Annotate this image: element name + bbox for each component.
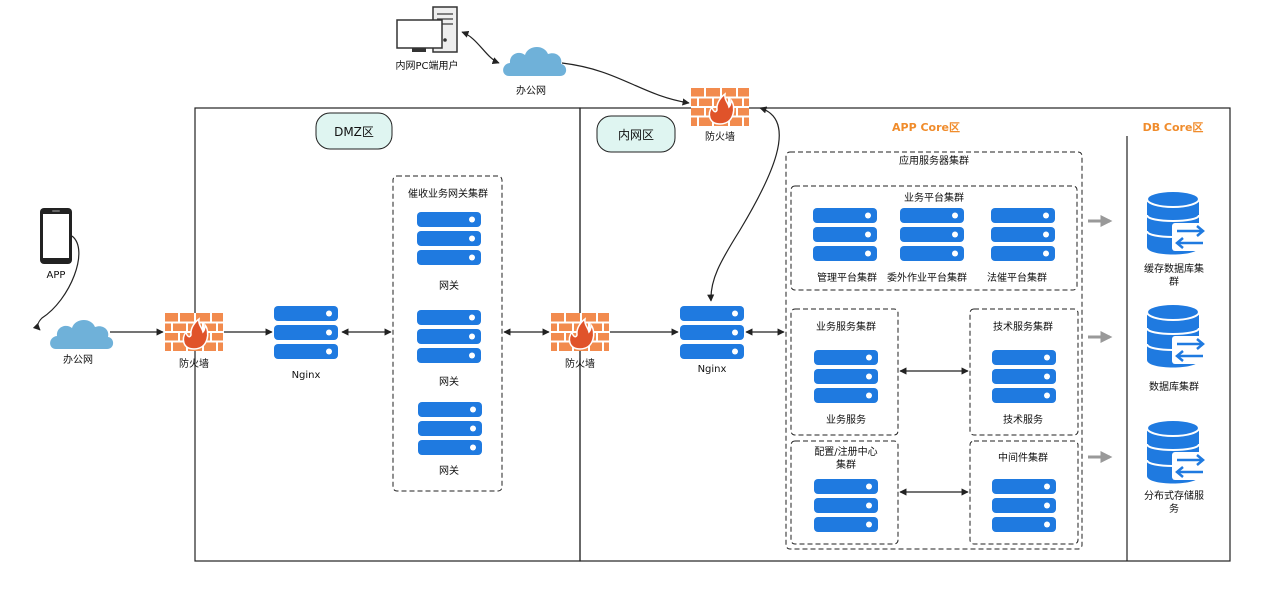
cache-db-icon — [1145, 189, 1210, 256]
storage-label-line2: 务 — [1169, 502, 1179, 515]
inner-firewall-icon — [550, 312, 610, 352]
tech-service-cluster-title: 技术服务集群 — [993, 320, 1053, 333]
config-center-title-line1: 配置/注册中心 — [814, 445, 877, 458]
gateway-cluster-box — [392, 175, 503, 492]
config-center-box — [790, 440, 899, 545]
left-firewall-icon — [164, 312, 224, 352]
biz-service-server-icon — [814, 350, 878, 403]
inner-firewall-label: 防火墙 — [565, 357, 595, 370]
middleware-cluster-box — [969, 440, 1079, 545]
app-server-cluster-title: 应用服务器集群 — [899, 154, 969, 167]
gateway-cluster-title: 催收业务网关集群 — [408, 187, 488, 200]
config-center-title-line2: 集群 — [836, 458, 856, 471]
dmz-zone-label: DMZ区 — [315, 112, 393, 150]
app-server-cluster-box — [785, 151, 1083, 550]
pc-icon — [396, 6, 458, 53]
left-office-net-label: 办公网 — [63, 353, 93, 366]
svg-text:内网区: 内网区 — [618, 128, 654, 142]
cache-db-label-line1: 缓存数据库集 — [1144, 262, 1204, 275]
gateway-label-2: 网关 — [439, 375, 459, 388]
biz-service-label: 业务服务 — [826, 413, 866, 426]
config-center-server-icon — [814, 479, 878, 532]
legal-platform-server-icon — [991, 208, 1055, 261]
pc-user-label: 内网PC端用户 — [395, 59, 458, 72]
db-core-zone-label: DB Core区 — [1143, 121, 1204, 134]
connectors — [32, 30, 969, 496]
db-cluster-label: 数据库集群 — [1149, 380, 1199, 393]
mgmt-platform-label: 管理平台集群 — [817, 271, 877, 284]
tech-service-server-icon — [992, 350, 1056, 403]
left-nginx-server-icon — [274, 306, 338, 359]
storage-label-line1: 分布式存储服 — [1144, 489, 1204, 502]
top-firewall-label: 防火墙 — [705, 130, 735, 143]
app-label: APP — [47, 270, 66, 281]
gateway-server-icon-1 — [417, 212, 481, 265]
biz-service-cluster-box — [790, 308, 899, 436]
left-cloud-icon — [50, 319, 114, 349]
legal-platform-label: 法催平台集群 — [987, 271, 1047, 284]
db-arrows — [1088, 215, 1113, 463]
top-firewall-icon — [690, 87, 750, 127]
tech-service-cluster-box — [969, 308, 1079, 436]
gateway-label-1: 网关 — [439, 279, 459, 292]
phone-icon — [40, 208, 72, 264]
svg-text:DMZ区: DMZ区 — [334, 125, 374, 139]
top-office-net-label: 办公网 — [516, 84, 546, 97]
mgmt-platform-server-icon — [813, 208, 877, 261]
gateway-server-icon-3 — [418, 402, 482, 455]
outsource-platform-server-icon — [900, 208, 964, 261]
inner-nginx-server-icon — [680, 306, 744, 359]
middleware-cluster-title: 中间件集群 — [998, 451, 1048, 464]
outsource-platform-label: 委外作业平台集群 — [887, 271, 967, 284]
cache-db-label-line2: 群 — [1169, 275, 1179, 288]
storage-icon — [1145, 418, 1210, 485]
inner-zone-label: 内网区 — [596, 115, 676, 153]
gateway-label-3: 网关 — [439, 464, 459, 477]
db-cluster-icon — [1145, 302, 1210, 369]
middleware-server-icon — [992, 479, 1056, 532]
gateway-server-icon-2 — [417, 310, 481, 363]
top-cloud-icon — [503, 46, 567, 76]
left-nginx-label: Nginx — [292, 370, 321, 381]
platform-cluster-box — [790, 185, 1078, 291]
inner-nginx-label: Nginx — [698, 364, 727, 375]
biz-service-cluster-title: 业务服务集群 — [816, 320, 876, 333]
tech-service-label: 技术服务 — [1003, 413, 1043, 426]
platform-cluster-title: 业务平台集群 — [904, 191, 964, 204]
app-core-zone-label: APP Core区 — [892, 121, 960, 134]
left-firewall-label: 防火墙 — [179, 357, 209, 370]
